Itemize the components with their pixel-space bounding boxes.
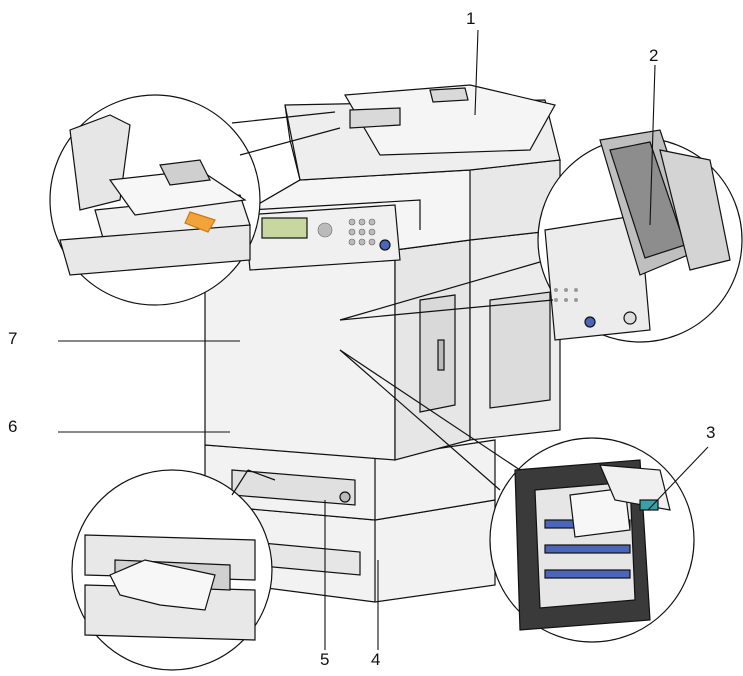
leader-2 [649, 64, 656, 226]
callout-1: 1 [466, 9, 476, 28]
callout-4: 4 [371, 650, 381, 669]
callout-7: 7 [8, 329, 18, 348]
callout-6: 6 [8, 417, 18, 436]
callout-5: 5 [320, 650, 330, 669]
inset-internal [339, 349, 695, 643]
printer-unit [203, 84, 561, 603]
adf-tray [344, 84, 556, 156]
inset-side-cover [339, 129, 743, 343]
callout-3: 3 [706, 423, 716, 442]
leader-1 [474, 29, 479, 116]
inset-adf [49, 94, 341, 306]
leader-3 [647, 446, 709, 511]
jammed-paper [109, 559, 216, 611]
paper-out-arrow [184, 211, 216, 233]
lcd-display [261, 217, 308, 239]
callout-2: 2 [649, 46, 659, 65]
leader-lines [58, 29, 709, 650]
inset-tray-jam [71, 469, 276, 671]
